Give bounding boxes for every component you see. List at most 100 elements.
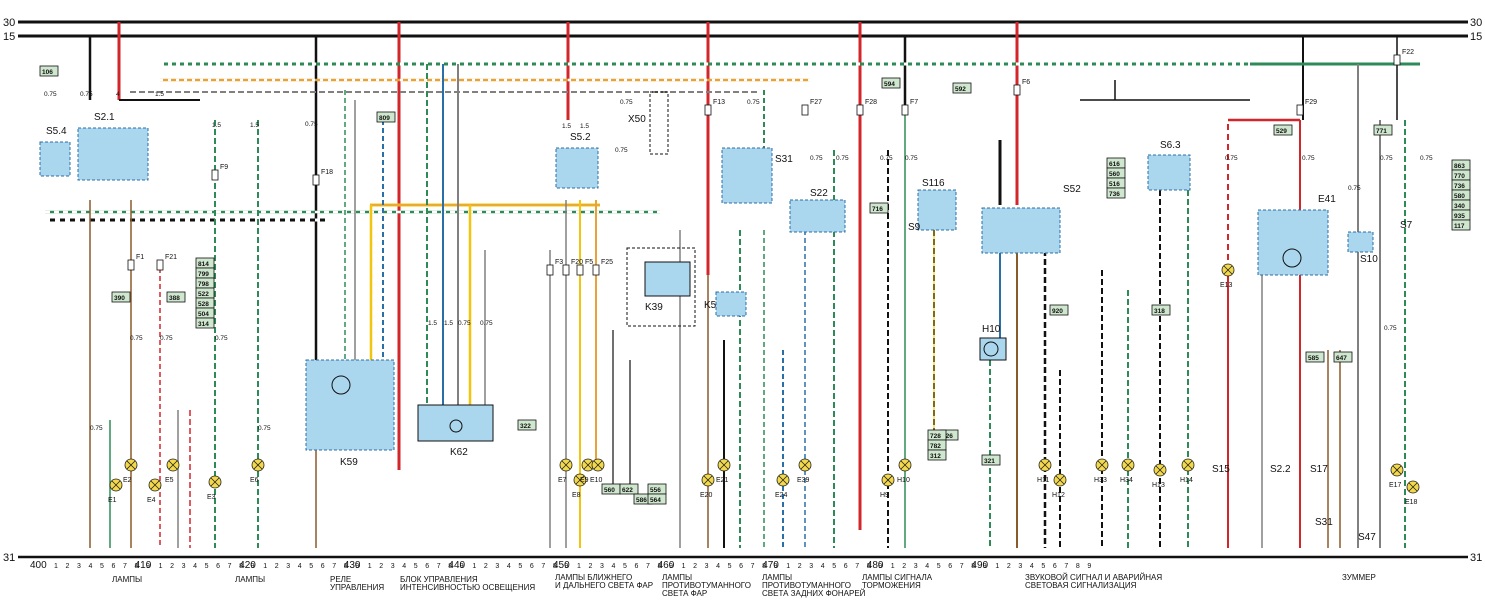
ruler-minor: 6 [844,563,848,570]
ruler-minor: 8 [344,563,348,570]
ruler-minor: 8 [971,563,975,570]
gauge-label: 1.5 [580,123,589,130]
module-s10 [1347,231,1374,253]
label-s31b: S31 [1315,517,1333,528]
tag-label: 560 [604,487,615,494]
rail-31-right: 31 [1470,552,1482,564]
label-s52: S5.2 [570,132,591,143]
fuse-f6 [1013,84,1021,96]
tag-label: 799 [198,271,209,278]
tag-label: 312 [930,453,941,460]
ruler-minor: 2 [1007,563,1011,570]
rail-15-left: 15 [3,31,15,43]
fuse-f7 [901,104,909,116]
tag-label: 586 [636,497,647,504]
gauge-label: 0.75 [90,425,103,432]
ruler-minor: 4 [402,563,406,570]
gauge-label: 0.75 [160,335,173,342]
tag-616: 616 [1106,157,1126,169]
lamp-label-h11: H11 [1037,477,1049,484]
lamp-h33 [1095,458,1109,472]
ruler-minor: 2 [66,563,70,570]
ruler-minor: 3 [1018,563,1022,570]
lamp-label-h14: H14 [1180,477,1193,484]
tag-label: 516 [1109,181,1120,188]
rail-15-right: 15 [1470,31,1482,43]
tag-label: 522 [198,291,209,298]
module-k39 [644,261,691,297]
tag-label: 580 [1454,193,1465,200]
module-s31 [721,147,773,204]
ruler-minor: 2 [484,563,488,570]
ruler-major-470: 470 [762,560,779,571]
lamp-h14 [1181,458,1195,472]
gauge-label: 0.75 [880,155,893,162]
lamp-label-h9: H9 [880,492,889,499]
ruler-minor: 3 [495,563,499,570]
ruler-minor: 1 [786,563,790,570]
ruler-major-410: 410 [135,560,152,571]
tag-782: 782 [927,439,947,451]
label-s7: S7 [1400,220,1413,231]
ruler-minor: 5 [832,563,836,570]
ruler-major-400: 400 [30,560,47,571]
ruler-minor: 2 [170,563,174,570]
tag-label: 340 [1454,203,1465,210]
lamp-label-e6: E6 [250,477,259,484]
ruler-minor: 2 [798,563,802,570]
ruler-major-450: 450 [553,560,570,571]
lamp-h9 [881,473,895,487]
tag-label: 728 [930,433,941,440]
tag-label: 504 [198,311,209,318]
gauge-label: 0.75 [747,99,760,106]
tag-594: 594 [881,77,901,89]
ruler-minor: 1 [577,563,581,570]
ruler-minor: 9 [460,563,464,570]
lamp-e8 [573,473,587,487]
lamp-e3 [208,475,222,489]
tag-label: 594 [884,81,895,88]
ruler-minor: 3 [914,563,918,570]
gauge-label: 0.75 [44,91,57,98]
lamp-e10 [591,458,605,472]
tag-label: 390 [114,295,125,302]
tag-label: 935 [1454,213,1465,220]
label-s63: S6.3 [1160,140,1181,151]
tag-556: 556 [647,483,667,495]
ruler-minor: 8 [1076,563,1080,570]
label-s22: S22 [810,188,828,199]
gauge-label: 1.5 [562,123,571,130]
gauge-label: 0.75 [1302,155,1315,162]
ruler-minor: 4 [507,563,511,570]
label-s21: S2.1 [94,112,115,123]
lamp-label-e21: E21 [716,477,729,484]
fuse-label-f6: F6 [1022,79,1030,86]
label-k59: K59 [340,457,358,468]
lamp-label-h33: H33 [1094,477,1107,484]
module-k5 [715,291,747,317]
tag-318: 318 [1151,304,1171,316]
ruler-minor: 7 [751,563,755,570]
lamp-label-e9: E9 [580,477,589,484]
tag-label: 117 [1454,223,1465,230]
fuse-label-f28: F28 [865,99,877,106]
fuse-label-f9: F9 [220,164,228,171]
tag-529: 529 [1273,124,1293,136]
ruler-minor: 2 [693,563,697,570]
tag-312: 312 [927,449,947,461]
ruler-minor: 9 [146,563,150,570]
fuse-f22 [1393,54,1401,66]
ruler-minor: 5 [623,563,627,570]
tag-528: 528 [195,297,215,309]
ruler-minor: 5 [937,563,941,570]
ruler-minor: 8 [658,563,662,570]
section-caption-0: ЛАМПЫ [112,575,142,584]
ruler-minor: 3 [600,563,604,570]
fuse-label-f5: F5 [585,259,593,266]
tag-322: 322 [517,419,537,431]
tag-label: 564 [650,497,661,504]
